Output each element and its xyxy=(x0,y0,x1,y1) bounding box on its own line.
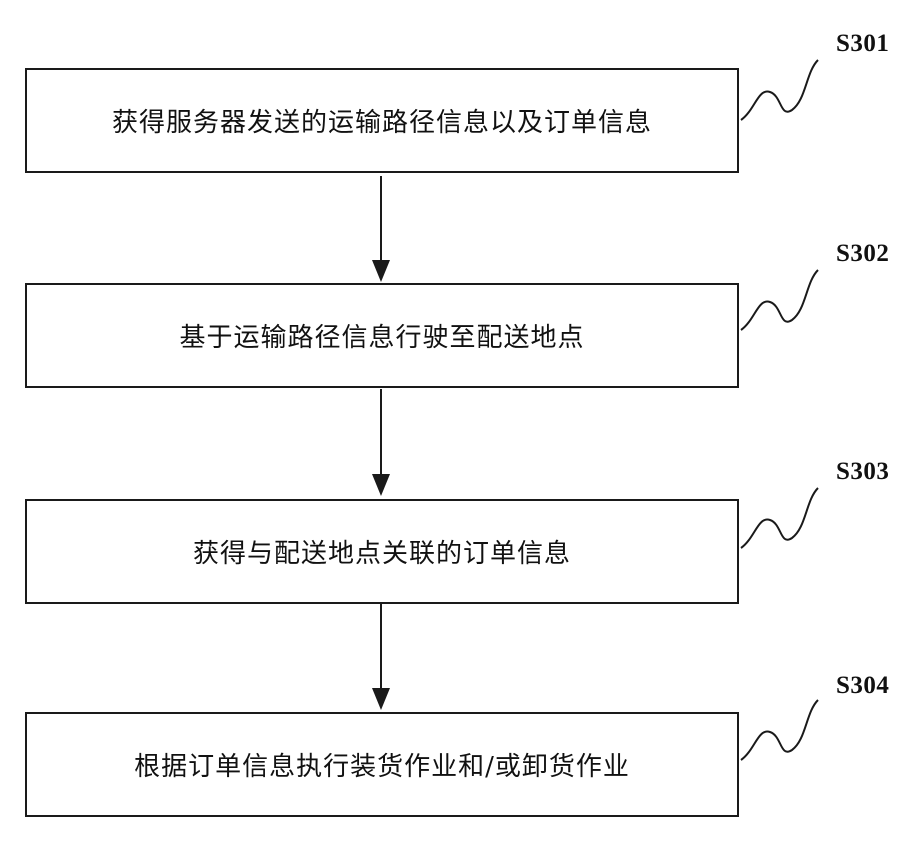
step-box-s302: 基于运输路径信息行驶至配送地点 xyxy=(25,283,739,388)
leader-line-s303 xyxy=(741,488,818,548)
leader-line-s302 xyxy=(741,270,818,330)
arrowhead-s301-to-s302 xyxy=(372,260,390,282)
step-box-s301: 获得服务器发送的运输路径信息以及订单信息 xyxy=(25,68,739,173)
step-label-s303: S303 xyxy=(836,458,889,486)
step-text-s301: 获得服务器发送的运输路径信息以及订单信息 xyxy=(112,102,652,139)
arrowhead-s302-to-s303 xyxy=(372,474,390,496)
step-text-s304: 根据订单信息执行装货作业和/或卸货作业 xyxy=(134,746,630,783)
step-label-s304: S304 xyxy=(836,672,889,700)
arrowhead-s303-to-s304 xyxy=(372,688,390,710)
step-label-s301: S301 xyxy=(836,30,889,58)
step-text-s302: 基于运输路径信息行驶至配送地点 xyxy=(179,317,584,354)
leader-line-s304 xyxy=(741,700,818,760)
step-box-s303: 获得与配送地点关联的订单信息 xyxy=(25,499,739,604)
leader-line-s301 xyxy=(741,60,818,120)
step-box-s304: 根据订单信息执行装货作业和/或卸货作业 xyxy=(25,712,739,817)
step-text-s303: 获得与配送地点关联的订单信息 xyxy=(193,533,571,570)
step-label-s302: S302 xyxy=(836,240,889,268)
